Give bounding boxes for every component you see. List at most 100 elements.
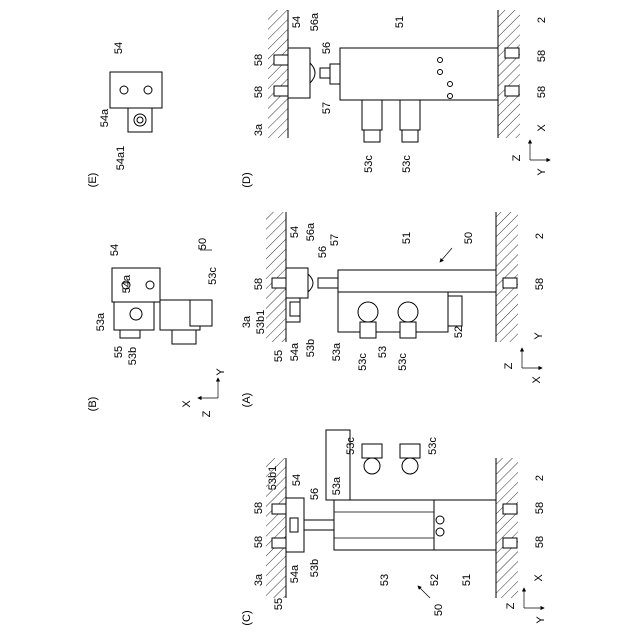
axis-label-y: Y [533,332,545,340]
axis-label-z: Z [511,154,523,161]
ref-53c: 53c [345,437,357,455]
body-51 [338,270,496,292]
ref-54: 54 [113,42,125,54]
ref-55: 55 [273,350,285,362]
bracket-54 [288,48,310,98]
view-label-c: (C) [241,610,253,625]
ref-54a: 54a [121,274,133,293]
ref-3a: 3a [241,315,253,328]
axis-label-x: X [536,124,548,132]
ref-56a: 56a [305,222,317,241]
ref-58: 58 [253,502,265,514]
connector-53c [400,100,420,130]
ref-54: 54 [291,474,303,486]
fastener-58 [272,504,286,514]
ref-58: 58 [534,278,546,290]
ref-53c: 53c [207,267,219,285]
ref-53b1: 53b1 [255,310,267,334]
part-53b [120,330,140,338]
connector-53c-cap [402,130,418,142]
ref-58: 58 [253,536,265,548]
fastener-58 [274,86,288,96]
connector-53c [362,100,382,130]
view-a: (A) 50 54 56a 56 57 51 2 58 58 3a 53b1 5… [241,212,546,407]
ref-52: 52 [453,326,465,338]
ref-52: 52 [429,574,441,586]
view-e: (E) 54 54a 54a1 [87,42,162,187]
cylinder-53 [338,292,448,332]
ref-51: 51 [401,232,413,244]
part-56 [318,278,338,288]
ref-56: 56 [317,246,329,258]
axis-label-y: Y [535,616,547,624]
ref-55: 55 [273,598,285,610]
view-b: (B) 54 54a 53a 55 53b 53c 50 X Y Z [87,238,227,417]
ref-58: 58 [253,54,265,66]
axis-label-x: X [181,400,193,408]
ref-54: 54 [291,16,303,28]
ref-53: 53 [377,346,389,358]
bracket-54 [110,72,162,108]
rod-56 [304,520,334,530]
nut-55 [290,302,300,316]
ref-53c: 53c [363,155,375,173]
ref-55: 55 [113,346,125,358]
body-51 [340,48,498,100]
ref-58: 58 [536,86,548,98]
wall-2-hatch [498,10,520,138]
view-label-b: (B) [87,397,99,412]
axis-label-z: Z [201,410,213,417]
body-51 [434,500,496,550]
ref-53b: 53b [127,347,139,365]
block-53a [114,302,154,330]
ref-50: 50 [463,232,475,244]
wall-2-hatch [496,212,518,342]
ref-54a: 54a [289,342,301,361]
axis-label-x: X [533,574,545,582]
connector-53c-cap [364,130,380,142]
ref-53c: 53c [401,155,413,173]
connector-53c [400,444,420,458]
axis-label-z: Z [503,362,515,369]
tab-54a [128,108,152,132]
ref-53a: 53a [331,342,343,361]
fastener-58 [503,504,517,514]
ref-58: 58 [534,536,546,548]
axis-label-x: X [531,376,543,384]
axis-label-y: Y [536,168,548,176]
ref-53b: 53b [309,559,321,577]
ref-56a: 56a [309,12,321,31]
ref-57: 57 [321,102,333,114]
view-c: (C) 53c 53c 53b1 54 56 53a 2 58 58 58 58 [241,430,547,626]
connector-53c [360,322,376,338]
bracket-54 [112,268,160,302]
ref-58: 58 [253,278,265,290]
ref-53b1: 53b1 [267,466,279,490]
ref-54: 54 [109,244,121,256]
wall-3a-hatch [266,212,286,342]
ref-3a: 3a [253,573,265,586]
ref-53c: 53c [397,353,409,371]
ref-56: 56 [321,42,333,54]
ref-53b: 53b [305,339,317,357]
view-label-a: (A) [241,393,253,408]
connector-53c [400,322,416,338]
part-52 [448,296,462,326]
fastener-58 [503,538,517,548]
ref-2: 2 [536,17,548,23]
ref-58: 58 [253,86,265,98]
connector-53c-ring [402,458,418,474]
ref-53a: 53a [95,312,107,331]
leader-arrow [440,248,452,262]
view-label-d: (D) [241,172,253,187]
ref-3a: 3a [253,123,265,136]
part-56a [310,63,315,83]
nut-55 [290,518,298,532]
fastener-58 [272,278,286,288]
connector-53c-cap [190,300,212,326]
ref-50: 50 [197,238,209,250]
ref-54a1: 54a1 [115,146,127,170]
ref-51: 51 [461,574,473,586]
part-56a [308,274,313,292]
